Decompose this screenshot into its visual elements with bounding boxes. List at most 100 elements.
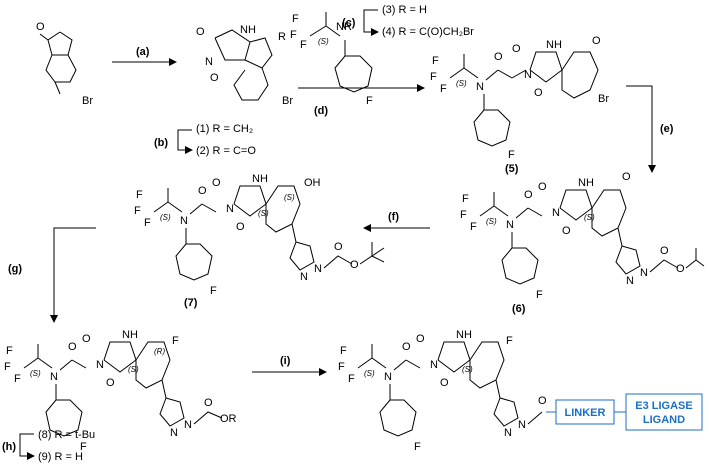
atom-f: F [4, 361, 11, 373]
reagent-f: (f) [388, 211, 399, 223]
stereo-s: (S) [456, 79, 467, 88]
atom-n: N [524, 69, 532, 81]
reagent-i: (i) [280, 355, 291, 367]
atom-o: O [676, 263, 685, 275]
stereo-r: (R) [154, 347, 165, 356]
atom-n: N [476, 81, 484, 93]
e3-ligase-label-line2: LIGAND [643, 414, 685, 426]
reagent-e: (e) [660, 123, 674, 135]
reagent-a: (a) [136, 46, 150, 58]
atom-f: F [6, 345, 13, 357]
atom-o: O [416, 333, 425, 345]
stereo-s: (S) [128, 365, 139, 374]
atom-f: F [432, 55, 439, 67]
atom-nh: NH [122, 329, 138, 341]
atom-nh: NH [546, 39, 562, 51]
stereo-s: (S) [258, 209, 269, 218]
atom-n: N [314, 263, 322, 275]
atom-f: F [300, 39, 307, 51]
stereo-s: (S) [318, 37, 329, 46]
atom-f: F [290, 29, 297, 41]
atom-f: F [14, 373, 21, 385]
atom-f: F [462, 193, 469, 205]
atom-f: F [292, 13, 299, 25]
atom-n: N [626, 275, 634, 287]
atom-o: O [36, 21, 45, 33]
compound-1-2-structure: O NH N O R Br [196, 24, 293, 107]
reagent-c: (c) [342, 17, 356, 29]
atom-f: F [414, 441, 421, 453]
atom-o: O [334, 241, 343, 253]
atom-o: O [660, 245, 669, 257]
atom-n: N [184, 419, 192, 431]
atom-f: F [144, 217, 151, 229]
atom-f: F [172, 335, 179, 347]
reagent-b: (b) [154, 137, 168, 149]
stereo-s: (S) [486, 217, 497, 226]
atom-f: F [366, 95, 373, 107]
atom-nr: NR [336, 21, 352, 33]
atom-f: F [460, 209, 467, 221]
starting-material-bromoindanone: O Br [36, 21, 93, 107]
atom-f: F [80, 441, 87, 453]
atom-br: Br [282, 95, 293, 107]
atom-o: O [210, 72, 219, 84]
compound-5-structure: F F F (S) N O N O NH O O Br F [430, 35, 609, 161]
linker-box [555, 399, 615, 425]
atom-o: O [196, 26, 205, 38]
compound-6-label: (6) [512, 303, 526, 315]
reagent-d: (d) [314, 105, 328, 117]
atom-f: F [340, 345, 347, 357]
compound-7-structure: F F F (S) N O N O NH O (S) (S) OH N N O … [134, 173, 385, 297]
atom-br: Br [82, 95, 93, 107]
stereo-s: (S) [584, 213, 595, 222]
atom-n: N [300, 271, 308, 283]
atom-n: N [506, 219, 514, 231]
atom-f: F [440, 83, 447, 95]
atom-n: N [170, 427, 178, 439]
stereo-s: (S) [30, 369, 41, 378]
atom-o: O [524, 189, 533, 201]
atom-o: O [494, 51, 503, 63]
atom-n: N [504, 427, 512, 439]
reagent-g: (g) [8, 263, 22, 275]
atom-n: N [96, 359, 104, 371]
atom-n: N [430, 359, 438, 371]
atom-br: Br [598, 93, 609, 105]
atom-o: O [622, 171, 631, 183]
atom-o: O [350, 259, 359, 271]
compound-8-9-structure: F F F (S) N O N O NH O (S) (R) F N N O O… [4, 329, 237, 453]
linker-label: LINKER [565, 407, 606, 419]
atom-o: O [534, 87, 543, 99]
label-c8: (8) R = t-Bu [38, 429, 95, 441]
atom-nh: NH [578, 177, 594, 189]
label-c9: (9) R = H [38, 451, 83, 463]
atom-o: O [236, 221, 245, 233]
atom-nh: NH [252, 173, 268, 185]
label-c4: (4) R = C(O)CH₂Br [382, 26, 474, 38]
atom-o: O [440, 377, 449, 389]
atom-f: F [210, 285, 217, 297]
atom-f: F [536, 289, 543, 301]
atom-o: O [68, 341, 77, 353]
label-c2: (2) R = C=O [196, 145, 256, 157]
atom-f: F [508, 149, 515, 161]
atom-n: N [518, 419, 526, 431]
atom-f: F [348, 373, 355, 385]
label-c1: (1) R = CH₂ [196, 123, 253, 135]
label-c3: (3) R = H [382, 4, 427, 16]
atom-o: O [538, 395, 547, 407]
e3-ligase-ligand-box [625, 393, 703, 431]
atom-o: O [204, 397, 213, 409]
compound-6-structure: F F F (S) N O N O NH O (S) O N N O O F [460, 171, 705, 301]
atom-o: O [562, 225, 571, 237]
atom-or: OR [220, 413, 237, 425]
atom-n: N [640, 267, 648, 279]
atom-o: O [82, 333, 91, 345]
atom-n: N [180, 215, 188, 227]
stereo-s: (S) [284, 193, 295, 202]
atom-oh: OH [304, 177, 321, 189]
atom-o: O [512, 43, 521, 55]
atom-n: N [226, 203, 234, 215]
